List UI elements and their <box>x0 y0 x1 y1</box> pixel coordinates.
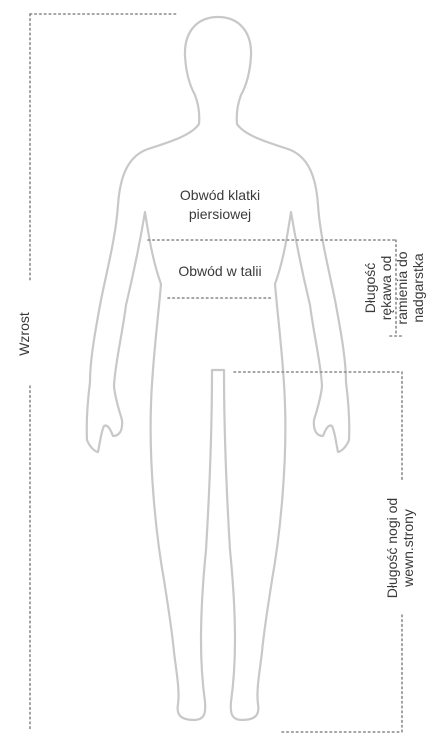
chest-label-line2: piersiowej <box>158 205 282 224</box>
chest-label: Obwód klatki piersiowej <box>158 186 282 224</box>
waist-label: Obwód w talii <box>158 262 282 281</box>
sleeve-label-line4: nadgarstka <box>410 251 426 324</box>
sleeve-label-line1: Długość <box>362 251 378 324</box>
sleeve-label: Długość rękawa od ramienia do nadgarstka <box>362 251 426 324</box>
leg-label-line1: Długość nogi od <box>384 498 400 598</box>
body-silhouette <box>87 17 350 720</box>
leg-label-line2: wewn.strony <box>400 498 416 598</box>
sleeve-label-line3: ramienia do <box>394 251 410 324</box>
sleeve-label-line2: rękawa od <box>378 251 394 324</box>
leg-label: Długość nogi od wewn.strony <box>384 498 416 598</box>
height-label: Wzrost <box>16 312 32 356</box>
chest-label-line1: Obwód klatki <box>158 186 282 205</box>
